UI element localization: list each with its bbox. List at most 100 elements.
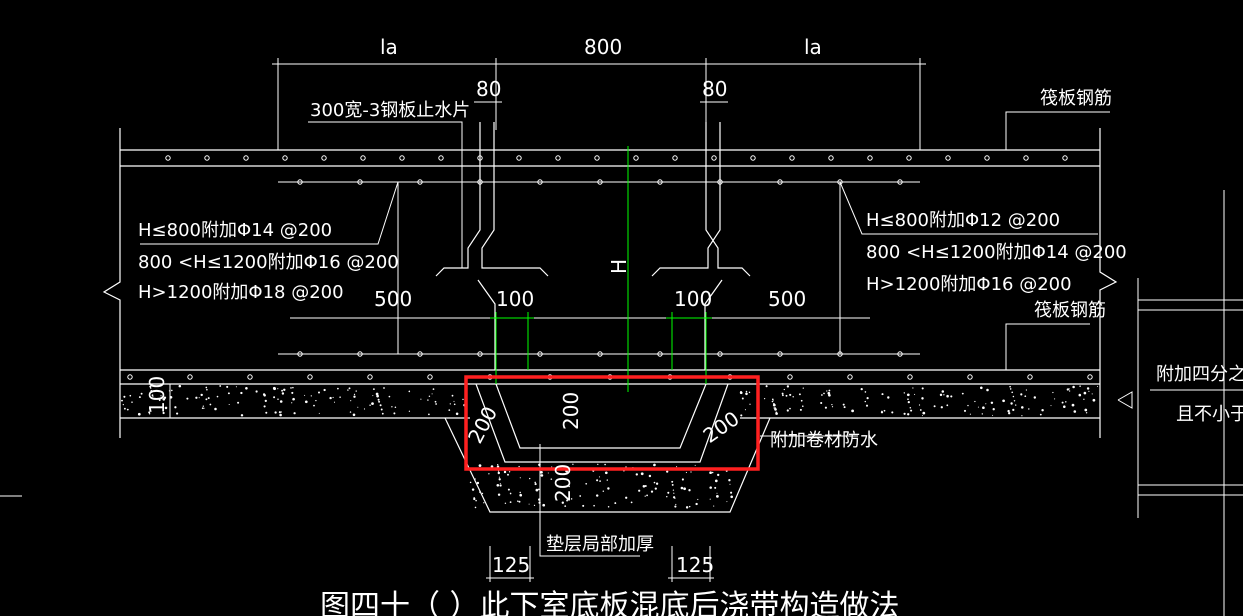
concrete-speck (717, 473, 720, 477)
concrete-speck (255, 390, 258, 393)
concrete-speck (160, 395, 162, 397)
concrete-speck (369, 404, 371, 406)
concrete-speck (138, 396, 141, 399)
concrete-speck (585, 482, 588, 485)
concrete-speck (786, 385, 790, 388)
concrete-speck (1078, 393, 1082, 397)
concrete-speck (792, 396, 794, 398)
concrete-speck (614, 502, 617, 505)
dim-h: H (607, 259, 631, 274)
concrete-speck (131, 401, 133, 403)
concrete-speck (126, 408, 129, 411)
concrete-speck (219, 385, 222, 387)
concrete-speck (200, 393, 203, 397)
concrete-speck (478, 464, 482, 467)
concrete-speck (283, 388, 286, 392)
concrete-speck (653, 464, 656, 467)
concrete-speck (1068, 390, 1071, 392)
concrete-speck (909, 407, 912, 409)
concrete-speck (393, 412, 396, 415)
concrete-speck (235, 386, 237, 388)
concrete-speck (568, 485, 570, 488)
concrete-speck (745, 392, 748, 396)
concrete-speck (843, 406, 846, 409)
concrete-speck (716, 495, 719, 498)
concrete-speck (676, 466, 678, 468)
concrete-speck (690, 471, 692, 473)
concrete-speck (974, 400, 976, 403)
rebar-dot (897, 179, 903, 185)
concrete-speck (206, 388, 208, 391)
concrete-speck (685, 506, 689, 509)
rebar-dot (537, 351, 543, 357)
concrete-speck (278, 411, 281, 414)
concrete-speck (129, 394, 132, 397)
rebar-dot (657, 351, 663, 357)
concrete-speck (740, 414, 743, 417)
raft-rebar-top-label: 筏板钢筋 (1040, 88, 1112, 109)
concrete-speck (674, 497, 676, 499)
concrete-speck (151, 391, 153, 393)
rebar-dot (1087, 374, 1093, 380)
concrete-speck (1039, 413, 1042, 416)
concrete-speck (1013, 400, 1016, 402)
concrete-speck (906, 393, 910, 397)
concrete-speck (292, 386, 294, 389)
concrete-speck (933, 405, 936, 408)
concrete-speck (473, 497, 476, 501)
concrete-speck (363, 408, 366, 410)
concrete-speck (730, 495, 734, 499)
concrete-speck (883, 409, 886, 412)
concrete-speck (499, 484, 502, 487)
concrete-speck (498, 478, 501, 481)
concrete-speck (337, 387, 339, 390)
concrete-speck (542, 503, 546, 507)
concrete-speck (802, 387, 804, 389)
dim-200-left-slope: 200 (463, 402, 502, 447)
concrete-speck (1096, 385, 1099, 387)
concrete-speck (961, 392, 964, 395)
concrete-speck (227, 392, 230, 395)
concrete-speck (122, 404, 124, 406)
concrete-speck (864, 400, 866, 403)
concrete-speck (802, 405, 804, 407)
concrete-speck (216, 395, 219, 398)
concrete-speck (519, 493, 523, 497)
concrete-speck (919, 409, 922, 411)
concrete-speck (203, 407, 205, 409)
concrete-speck (980, 386, 983, 390)
concrete-speck (903, 392, 905, 394)
concrete-speck (907, 398, 909, 401)
concrete-hatch (121, 384, 1099, 509)
concrete-speck (123, 395, 126, 398)
concrete-speck (604, 463, 606, 466)
concrete-speck (786, 409, 789, 412)
concrete-speck (744, 409, 746, 411)
concrete-speck (474, 506, 477, 509)
left-rule-3: H>1200附加Φ18 @200 (138, 282, 344, 303)
concrete-speck (540, 470, 543, 474)
concrete-speck (992, 408, 995, 411)
concrete-speck (186, 397, 189, 400)
concrete-speck (694, 464, 696, 466)
concrete-speck (240, 391, 243, 395)
rebar-dot (282, 155, 288, 161)
concrete-speck (318, 412, 320, 414)
concrete-speck (824, 406, 827, 409)
side-note-1: 附加四分之一上部 (1156, 364, 1243, 385)
rebar-dot (717, 351, 723, 357)
concrete-speck (638, 489, 641, 492)
concrete-speck (378, 400, 381, 403)
concrete-speck (1007, 409, 1010, 413)
concrete-speck (490, 465, 494, 468)
concrete-speck (1009, 388, 1012, 390)
concrete-speck (606, 479, 608, 481)
concrete-speck (547, 472, 549, 474)
concrete-speck (237, 401, 240, 404)
concrete-speck (1002, 399, 1005, 403)
concrete-speck (245, 387, 248, 390)
rebar-dot (847, 374, 853, 380)
concrete-speck (434, 400, 437, 403)
concrete-speck (831, 403, 833, 406)
concrete-speck (462, 398, 464, 401)
